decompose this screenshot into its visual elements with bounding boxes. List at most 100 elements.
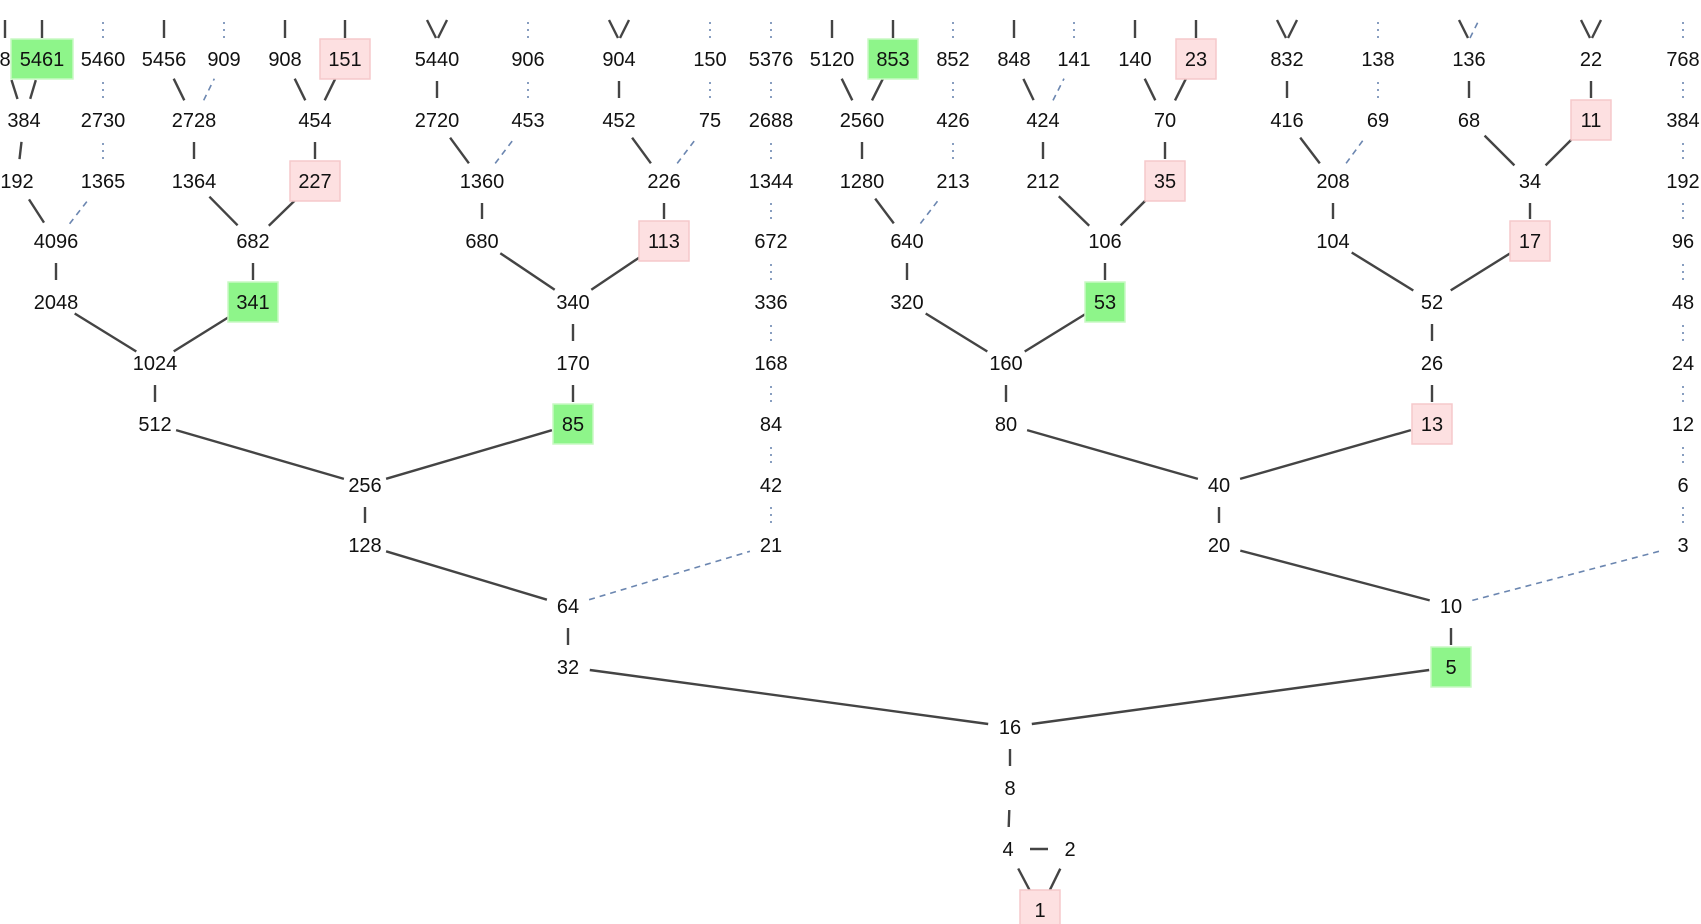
node-1364: 1364	[172, 171, 217, 193]
node-label-768: 768	[1666, 49, 1699, 71]
node-label-2: 2	[1064, 839, 1075, 861]
edge-n226-n75	[676, 137, 698, 164]
node-2730: 2730	[81, 110, 126, 132]
truncated-edge-7	[425, 19, 438, 39]
node-label-909: 909	[207, 49, 240, 71]
node-24: 24	[1672, 353, 1694, 375]
node-853: 853	[867, 38, 919, 80]
node-340: 340	[556, 292, 589, 314]
node-label-680: 680	[465, 231, 498, 253]
node-label-341: 341	[236, 292, 269, 314]
node-150: 150	[693, 49, 726, 71]
node-highlight-1	[1019, 889, 1061, 924]
node-68: 68	[1458, 110, 1480, 132]
node-104: 104	[1316, 231, 1349, 253]
node-label-2720: 2720	[415, 110, 460, 132]
edge-n640-n1280	[874, 197, 895, 225]
node-21: 21	[760, 535, 782, 557]
node-label-96: 96	[1672, 231, 1694, 253]
node-192: 192	[1666, 171, 1699, 193]
node-label-1280: 1280	[840, 171, 885, 193]
node-80: 80	[995, 414, 1017, 436]
node-336: 336	[754, 292, 787, 314]
truncated-edge-11	[618, 19, 631, 39]
node-label-128: 128	[348, 535, 381, 557]
node-highlight-5	[1430, 646, 1472, 688]
node-label-1360: 1360	[460, 171, 505, 193]
node-label-17: 17	[1519, 231, 1541, 253]
node-label-32: 32	[557, 657, 579, 679]
node-label-8: 8	[0, 49, 11, 71]
truncated-edge-22	[1286, 19, 1299, 39]
edge-n208-n416	[1299, 136, 1321, 165]
edge-n52-n17	[1450, 251, 1512, 292]
node-label-80: 80	[995, 414, 1017, 436]
node-label-4096: 4096	[34, 231, 79, 253]
node-141: 141	[1057, 49, 1090, 71]
node-453: 453	[511, 110, 544, 132]
node-label-136: 136	[1452, 49, 1485, 71]
node-424: 424	[1026, 110, 1059, 132]
edge-n2560-n853	[870, 78, 885, 101]
edge-n64-n21	[588, 550, 751, 601]
node-208: 208	[1316, 171, 1349, 193]
node-17: 17	[1509, 220, 1551, 262]
node-26: 26	[1421, 353, 1443, 375]
node-151: 151	[319, 38, 371, 80]
node-label-384: 384	[1666, 110, 1699, 132]
node-96: 96	[1672, 231, 1694, 253]
node-label-208: 208	[1316, 171, 1349, 193]
node-label-53: 53	[1094, 292, 1116, 314]
node-highlight-17	[1509, 220, 1551, 262]
edge-n70-n23	[1173, 78, 1188, 101]
node-192: 192	[0, 171, 33, 193]
node-label-256: 256	[348, 475, 381, 497]
node-13: 13	[1411, 403, 1453, 445]
node-highlight-13	[1411, 403, 1453, 445]
node-48: 48	[1672, 292, 1694, 314]
edge-n16384-n32768	[10, 79, 19, 100]
node-212: 212	[1026, 171, 1059, 193]
edge-n1360-n2720	[449, 136, 470, 165]
node-highlight-23	[1175, 38, 1217, 80]
node-label-64: 64	[557, 596, 579, 618]
node-label-2728: 2728	[172, 110, 217, 132]
node-label-192: 192	[1666, 171, 1699, 193]
node-904: 904	[602, 49, 635, 71]
edge-n2728-n5456	[172, 78, 186, 101]
node-label-5120: 5120	[810, 49, 855, 71]
node-1: 1	[1019, 889, 1061, 924]
node-label-23: 23	[1185, 49, 1207, 71]
node-label-106: 106	[1088, 231, 1121, 253]
node-40: 40	[1208, 475, 1230, 497]
edge-n40-n80	[1026, 428, 1199, 481]
node-852: 852	[936, 49, 969, 71]
edge-n16-n5	[1031, 668, 1430, 726]
node-label-853: 853	[876, 49, 909, 71]
node-1024: 1024	[133, 353, 178, 375]
node-label-1024: 1024	[133, 353, 178, 375]
edge-n2560-n5120	[840, 78, 854, 101]
node-16: 16	[999, 717, 1021, 739]
edge-n1360-n453	[494, 137, 516, 164]
node-5440: 5440	[415, 49, 460, 71]
node-label-672: 672	[754, 231, 787, 253]
node-label-212: 212	[1026, 171, 1059, 193]
node-label-20: 20	[1208, 535, 1230, 557]
node-908: 908	[268, 49, 301, 71]
node-84: 84	[760, 414, 782, 436]
edge-n340-n113	[590, 252, 647, 291]
node-label-48: 48	[1672, 292, 1694, 314]
node-35: 35	[1144, 160, 1186, 202]
node-label-336: 336	[754, 292, 787, 314]
node-label-5461: 5461	[20, 49, 65, 71]
node-label-24: 24	[1672, 353, 1694, 375]
node-label-852: 852	[936, 49, 969, 71]
node-label-2560: 2560	[840, 110, 885, 132]
node-213: 213	[936, 171, 969, 193]
node-512: 512	[138, 414, 171, 436]
node-69: 69	[1367, 110, 1389, 132]
truncated-edge-8	[436, 19, 449, 39]
node-label-452: 452	[602, 110, 635, 132]
